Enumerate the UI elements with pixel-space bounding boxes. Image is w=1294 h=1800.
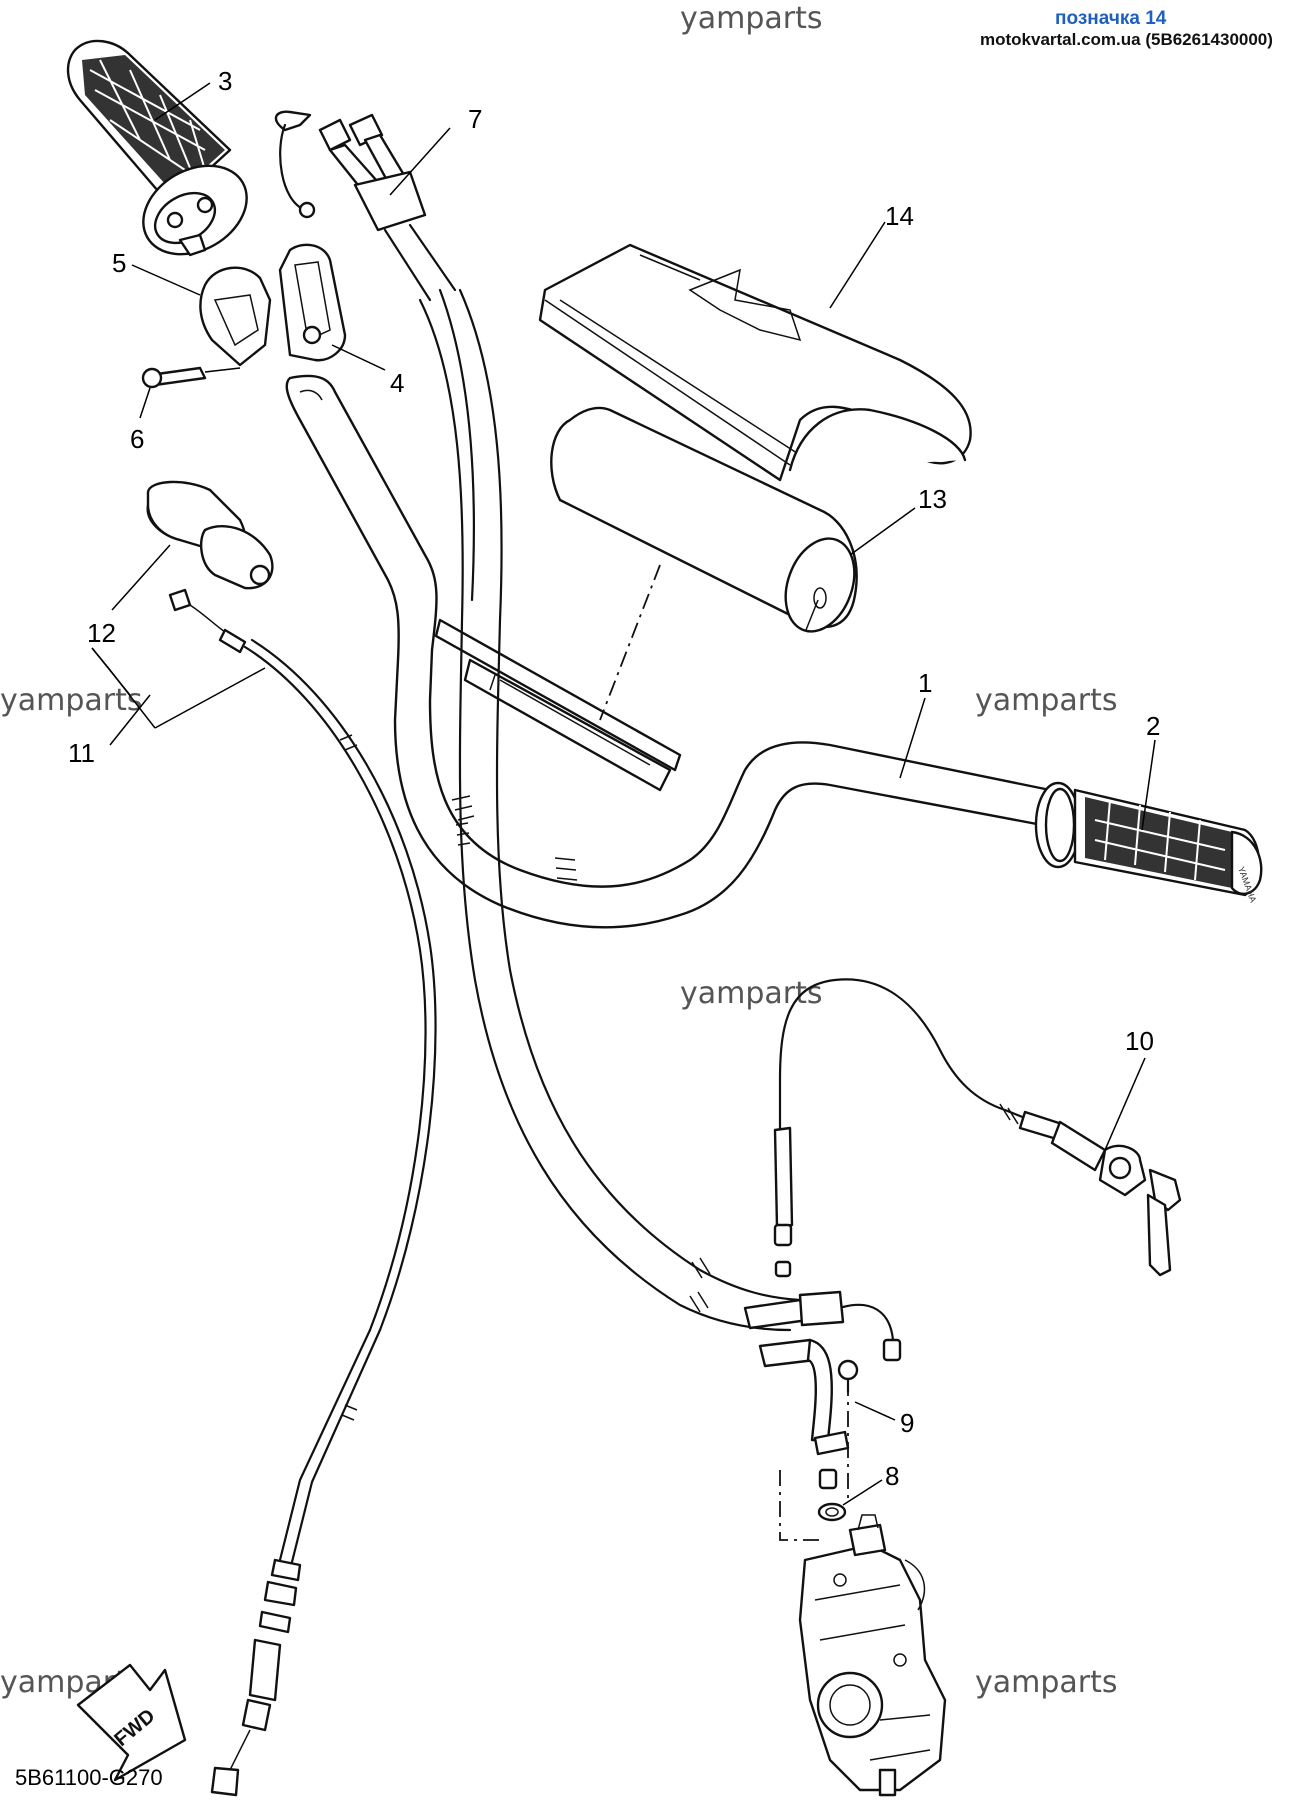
fwd-arrow: FWD	[76, 1663, 187, 1782]
callout-9: 9	[900, 1408, 914, 1438]
watermark-bottom-right: yamparts	[975, 1665, 1118, 1700]
carburetor	[798, 1514, 947, 1797]
watermark-left: yamparts	[0, 683, 143, 718]
cable-route-line	[779, 1470, 820, 1541]
callout-14: 14	[885, 201, 914, 231]
callout-4: 4	[390, 368, 404, 398]
source-line: motokvartal.com.ua (5B6261430000)	[980, 30, 1273, 49]
diagram-code: 5B61100-G270	[15, 1765, 163, 1790]
pad-cover	[538, 243, 972, 482]
watermark-center: yamparts	[680, 976, 823, 1011]
callout-6: 6	[130, 424, 144, 454]
handlebar-pad	[550, 406, 858, 633]
tag-label: позначка 14	[1055, 8, 1167, 29]
callout-12: 12	[87, 618, 116, 648]
callout-3: 3	[218, 66, 232, 96]
throttle-cables	[274, 110, 802, 1332]
callout-5: 5	[112, 248, 126, 278]
choke-cable	[773, 978, 1182, 1278]
right-grip: YAMAHA	[1034, 781, 1263, 904]
carb-fittings	[743, 1290, 902, 1522]
callout-2: 2	[1146, 711, 1160, 741]
callout-1: 1	[918, 668, 932, 698]
pad-mount-line	[599, 564, 661, 721]
watermark-right: yamparts	[975, 683, 1118, 718]
callout-7: 7	[468, 104, 482, 134]
throttle-housing	[141, 243, 347, 389]
callout-leaders	[91, 82, 1156, 1506]
watermark-top: yamparts	[680, 1, 823, 36]
handlebar	[285, 374, 1060, 929]
callout-13: 13	[918, 484, 947, 514]
left-grip	[66, 39, 248, 257]
callout-11: 11	[68, 738, 95, 768]
clutch-cable	[146, 480, 437, 1797]
callout-10: 10	[1125, 1026, 1154, 1056]
callout-8: 8	[885, 1461, 899, 1491]
